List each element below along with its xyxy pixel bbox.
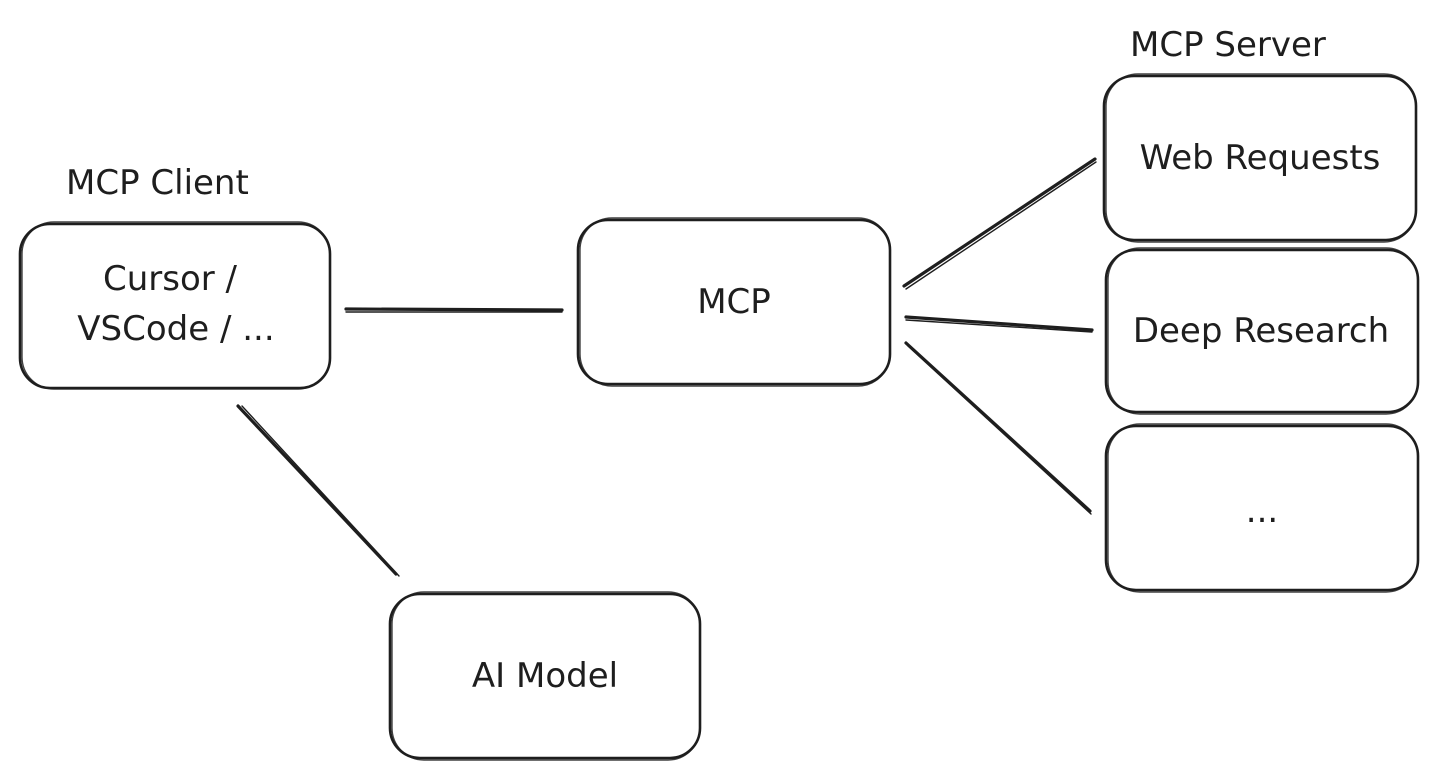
connector-client-ai-model: [236, 404, 400, 577]
more-servers-node[interactable]: ...: [1104, 423, 1420, 593]
connector-mcp-web-requests: [902, 157, 1097, 290]
deep-research-node-label: Deep Research: [1133, 311, 1389, 351]
client-group-label: MCP Client: [66, 163, 249, 203]
mcp-node[interactable]: MCP: [576, 217, 892, 387]
connector-mcp-more-servers: [904, 341, 1092, 515]
client-node-label-line1: Cursor /: [103, 259, 238, 299]
client-node-label-line2: VSCode / ...: [77, 309, 274, 349]
web-requests-node-label: Web Requests: [1140, 138, 1381, 178]
web-requests-node[interactable]: Web Requests: [1102, 73, 1418, 243]
ai-model-node[interactable]: AI Model: [388, 591, 702, 761]
connector-mcp-deep-research: [904, 315, 1094, 333]
more-servers-node-label: ...: [1246, 491, 1278, 531]
client-node[interactable]: Cursor / VSCode / ...: [18, 221, 332, 390]
deep-research-node[interactable]: Deep Research: [1104, 247, 1420, 415]
ai-model-node-label: AI Model: [472, 656, 618, 696]
mcp-node-label: MCP: [697, 282, 771, 322]
connector-client-mcp: [344, 307, 564, 313]
server-group-label: MCP Server: [1130, 25, 1326, 65]
